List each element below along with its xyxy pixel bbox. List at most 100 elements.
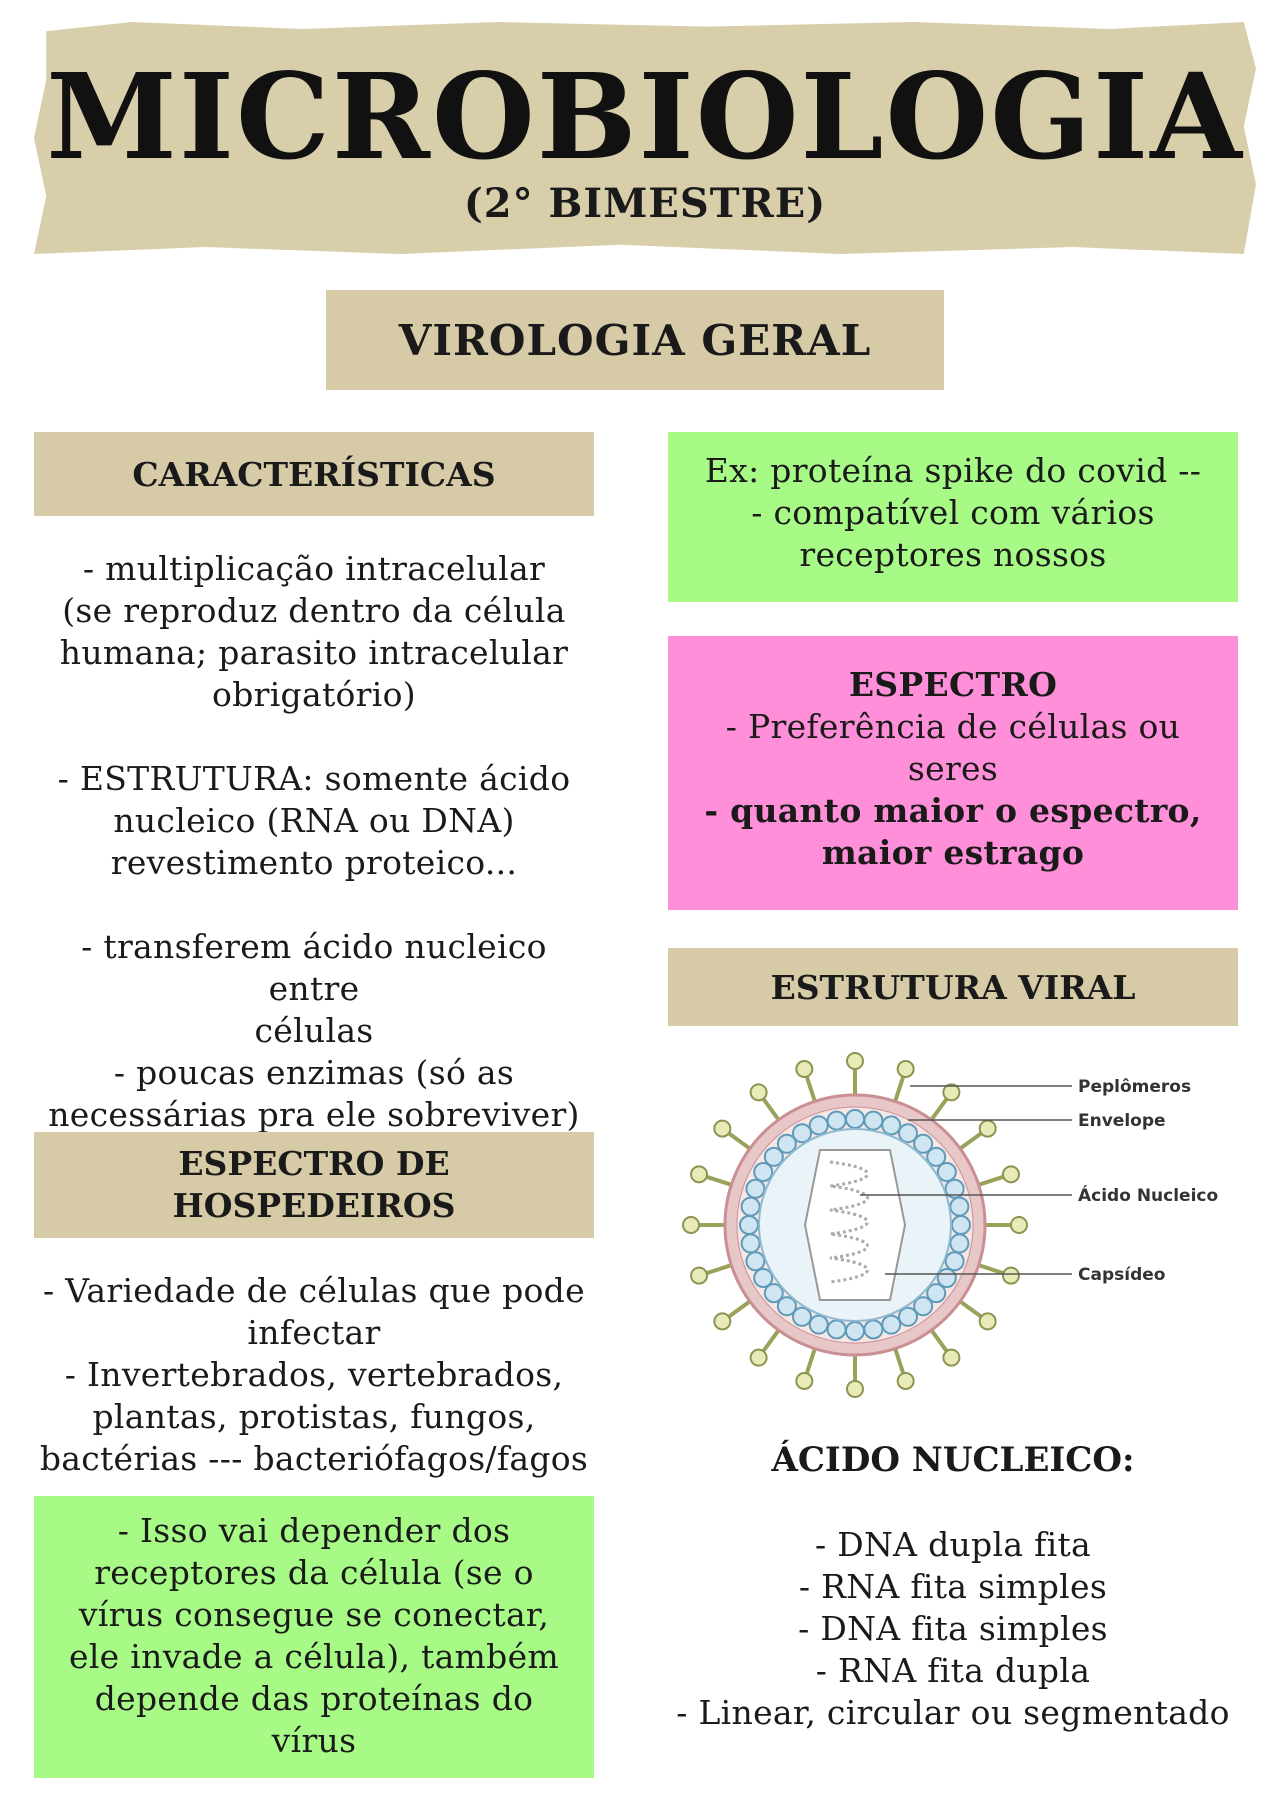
label-capsideo: Capsídeo [1078,1265,1165,1285]
capsomere [936,1162,957,1182]
peplomer-head [749,1083,768,1102]
capsomere [949,1196,970,1217]
peplomer-head [846,1380,864,1398]
peplomer-stalk [704,1174,734,1188]
capsomere [826,1319,847,1340]
peplomer-head [713,1312,732,1331]
text-line: ele invade a célula), também [68,1637,559,1676]
capsomere [845,1321,865,1341]
capsomere [792,1123,812,1144]
text-line: (se reproduz dentro da célula [62,591,566,630]
peplomer-head [1010,1216,1028,1234]
text-line: Ex: proteína spike do covid -- [704,451,1202,490]
peplomer-stalk [892,1346,906,1376]
page-subtitle: (2° BIMESTRE) [463,180,827,227]
text-line: - transferem ácido nucleico entre [81,927,547,1008]
capsomere [926,1283,947,1304]
section-title: VIROLOGIA GERAL [326,290,944,390]
peplomer-stalk [976,1262,1006,1276]
capsomere [913,1133,934,1154]
peplomer-stalk [760,1095,782,1123]
label-peplomeros: Peplômeros [1078,1077,1191,1097]
text-line: - Preferência de células ou [725,707,1181,746]
peplomer-head [896,1060,915,1079]
label-acido-nucleico: Ácido Nucleico [1078,1184,1218,1206]
peplomer-stalk [725,1130,753,1152]
text-line: receptores da célula (se o [94,1553,534,1592]
receptores-note: - Isso vai depender dos receptores da cé… [34,1496,594,1778]
text-line: receptores nossos [799,535,1107,574]
text-line: necessárias pra ele sobreviver) [48,1095,580,1134]
capsomere [881,1115,902,1136]
peplomer-head [795,1371,814,1390]
espectro-heading: ESPECTRO [848,665,1058,704]
peplomer-stalk [892,1074,906,1104]
estrutura-viral-heading: ESTRUTURA VIRAL [668,948,1238,1026]
peplomer-head [749,1348,768,1367]
text-line: células [254,1011,374,1050]
list-item: - Linear, circular ou segmentado [676,1693,1230,1732]
capsomere [776,1296,797,1317]
peplomer-stalk [804,1074,818,1104]
capsomere [863,1319,884,1340]
heading-line: HOSPEDEIROS [172,1186,456,1225]
virus-structure-diagram: Peplômeros Envelope Ácido Nucleico Capsí… [682,1052,1218,1398]
text-line-bold: - quanto maior o espectro, [704,791,1202,830]
title-banner [34,22,1256,254]
espectro-box: ESPECTRO - Preferência de células ou ser… [668,636,1238,910]
capsomere [926,1146,947,1167]
capsomere [763,1283,784,1304]
capsomere [898,1306,918,1327]
peplomer-stalk [725,1298,753,1320]
capsid-ring [739,1109,971,1341]
peplomer-head [978,1119,997,1138]
text-line-bold: maior estrago [821,833,1085,872]
peplomer-stalk [804,1346,818,1376]
list-item: - RNA fita dupla [815,1651,1091,1690]
peplomer-stalk [928,1327,950,1355]
acido-nucleico-heading: ÁCIDO NUCLEICO: [771,1440,1135,1480]
text-line: plantas, protistas, fungos, [92,1397,536,1436]
peplomer-head [1001,1165,1020,1184]
peplomer-head [795,1060,814,1079]
list-item: - DNA dupla fita [814,1525,1092,1564]
capsomere [944,1251,965,1272]
text-line: nucleico (RNA ou DNA) [113,801,515,840]
capsomere [740,1233,761,1254]
caracteristicas-text: - multiplicação intracelular (se reprodu… [34,548,594,1136]
peplomer-head [942,1348,961,1367]
text-line: - compatível com vários [751,493,1155,532]
text-line: - multiplicação intracelular [82,549,546,588]
capsomere [763,1146,784,1167]
capsomere [792,1306,812,1327]
peplomer-stalk [976,1174,1006,1188]
heading-line: ESPECTRO DE [178,1144,450,1183]
text-line: - Variedade de células que pode [43,1271,585,1310]
peplomer-stalk [957,1298,985,1320]
acido-nucleico-list: - DNA dupla fita - RNA fita simples - DN… [668,1524,1238,1734]
capsomere [949,1233,970,1254]
text-line: vírus [271,1721,357,1760]
text-line: infectar [247,1313,381,1352]
spike-note: Ex: proteína spike do covid -- - compatí… [668,432,1238,602]
peplomer-head [942,1083,961,1102]
capsomere [740,1196,761,1217]
peplomer-head [682,1216,700,1234]
caracteristicas-heading: CARACTERÍSTICAS [34,432,594,516]
text-line: vírus consegue se conectar, [78,1595,550,1634]
text-line: obrigatório) [212,675,416,714]
capsomere [745,1178,766,1199]
capsomere [808,1115,829,1136]
capsomere [753,1268,774,1288]
capsomere [808,1314,829,1335]
text-line: - ESTRUTURA: somente ácido [57,759,571,798]
text-line: seres [907,749,999,788]
capsomere [944,1178,965,1199]
peplomer-stalk [704,1262,734,1276]
capsomere [881,1314,902,1335]
text-line: bactérias --- bacteriófagos/fagos [39,1439,589,1478]
nucleic-acid-container [803,1149,907,1301]
espectro-hospedeiros-text: - Variedade de células que pode infectar… [34,1270,594,1480]
list-item: - DNA fita simples [798,1609,1108,1648]
capsomere [826,1110,847,1131]
